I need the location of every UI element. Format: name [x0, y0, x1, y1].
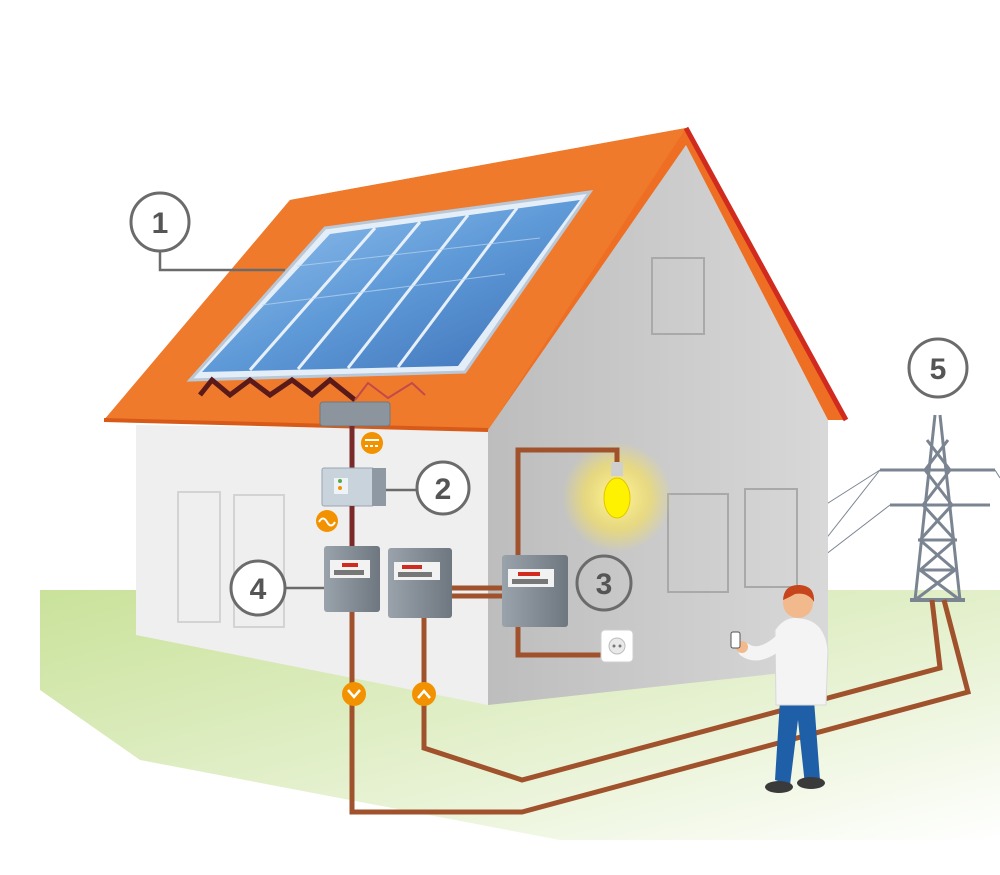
front-window-2 — [233, 494, 285, 628]
power-pylon — [824, 414, 1000, 602]
callout-leaders — [158, 245, 418, 590]
callout-2: 2 — [415, 460, 471, 516]
callout-3: 3 — [575, 554, 633, 612]
callout-2-label: 2 — [435, 473, 452, 506]
arrow-up-icon — [412, 682, 436, 706]
bulb-icon — [603, 462, 631, 519]
callout-4: 4 — [229, 559, 287, 617]
socket-icon — [600, 629, 634, 663]
ac-icon — [316, 510, 338, 532]
dc-icon — [361, 432, 383, 454]
feed-in-meter — [324, 546, 380, 612]
callout-3-label: 3 — [596, 568, 613, 601]
junction-box — [319, 401, 391, 427]
household-meter — [502, 555, 568, 627]
callout-4-label: 4 — [250, 573, 267, 606]
callout-5: 5 — [907, 337, 969, 399]
callout-5-label: 5 — [930, 353, 947, 386]
arrow-down-icon — [342, 682, 366, 706]
solar-panel — [186, 190, 594, 382]
roof-ridge-edge — [683, 126, 849, 422]
front-window-1 — [177, 491, 221, 623]
inverter — [321, 467, 386, 507]
person — [730, 584, 829, 793]
callout-1-label: 1 — [152, 207, 169, 240]
attic-window — [651, 257, 705, 335]
phone-icon — [730, 631, 741, 649]
roof-eave — [103, 418, 489, 432]
callout-1: 1 — [129, 191, 191, 253]
consumption-meter — [388, 548, 452, 618]
house-side-wall — [488, 140, 828, 705]
house-front-wall — [136, 425, 488, 705]
side-window-right — [744, 488, 798, 588]
side-window-left — [667, 493, 729, 593]
dc-wiring — [198, 376, 426, 402]
